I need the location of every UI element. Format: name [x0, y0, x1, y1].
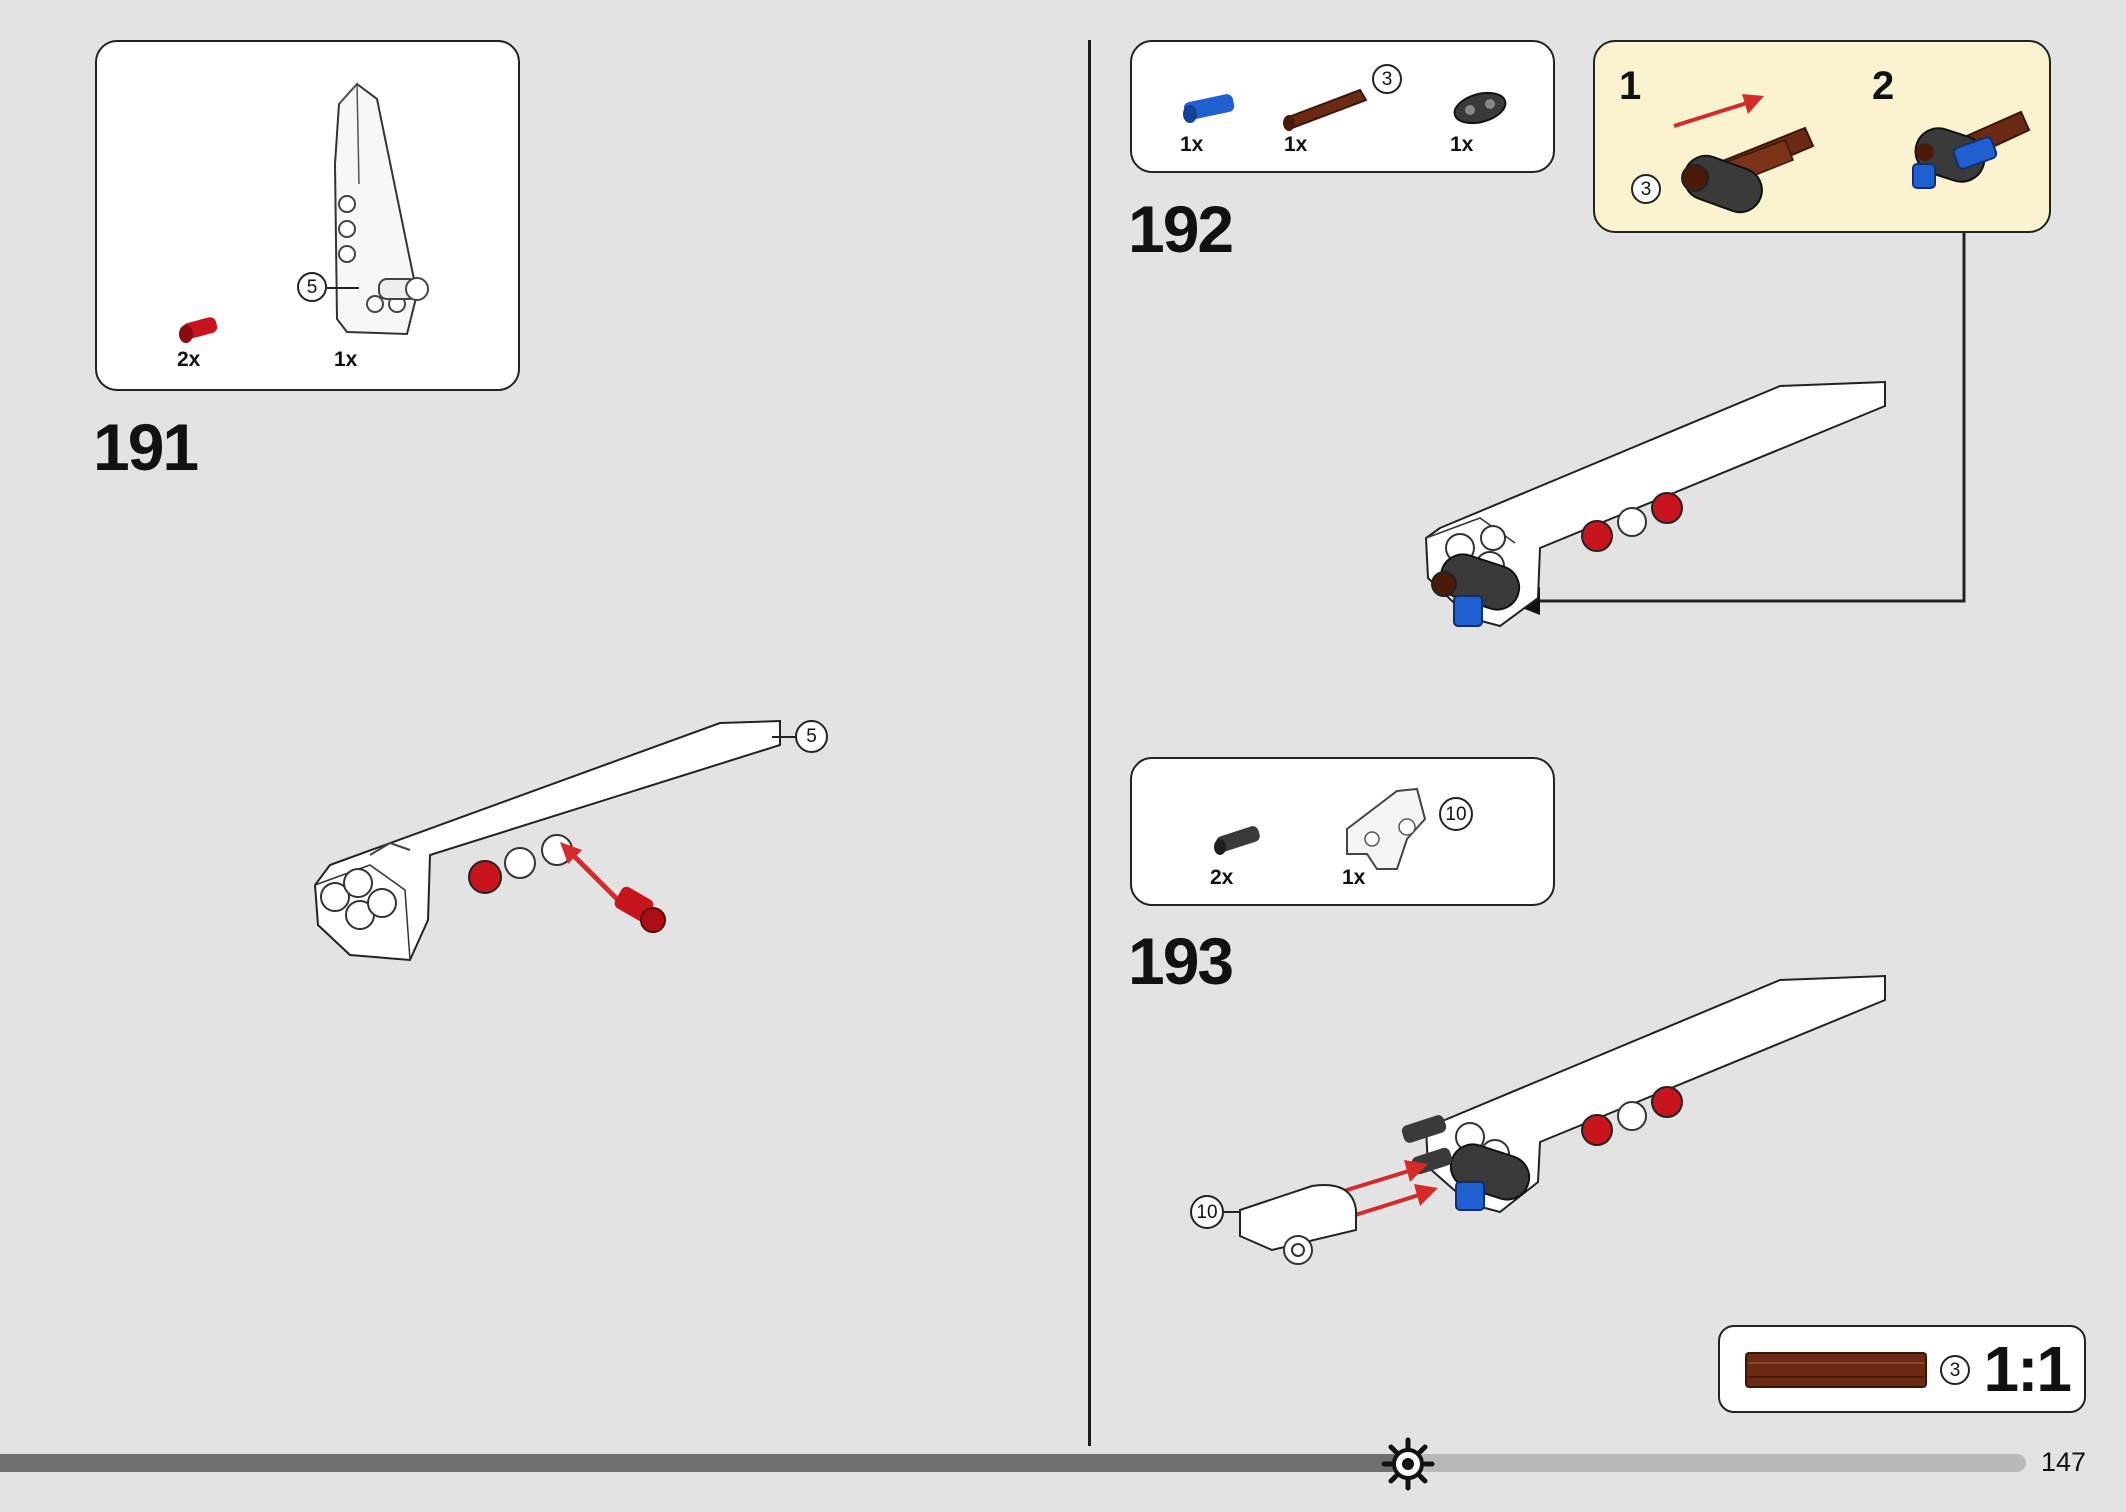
red-pin-part-image — [179, 317, 218, 343]
white-panel-curved-part-image — [1346, 787, 1427, 870]
black-connector-part-image — [1453, 91, 1507, 125]
blue-pin-part-image — [1183, 94, 1235, 123]
step-193-assembly-image — [1401, 974, 1886, 1214]
step-193-curved-panel — [1239, 1184, 1357, 1265]
callout-leader-line — [327, 287, 359, 289]
gear-icon — [1381, 1437, 1435, 1491]
substep-2-assembly-image — [1912, 110, 2031, 189]
step-191-part-callout: 5 — [297, 272, 327, 302]
step-191-assembly-image — [313, 719, 781, 962]
step-191-part-qty-1: 2x — [177, 348, 201, 371]
step-192-assembly-image — [1424, 380, 1886, 628]
step-191-parts-box: 2x 5 1x — [95, 40, 520, 391]
step-193-number: 193 — [1128, 924, 1234, 998]
step-193-part-callout: 10 — [1439, 797, 1473, 831]
step-191-number: 191 — [93, 410, 199, 484]
page-number: 147 — [2040, 1447, 2086, 1477]
brown-axle-scale-image — [1745, 1352, 1927, 1388]
step-193-parts-box: 2x 10 1x — [1130, 757, 1555, 906]
step-193-assembly-callout: 10 — [1190, 1195, 1224, 1229]
step-191-red-pin — [614, 886, 666, 933]
step-191-part-qty-2: 1x — [334, 348, 358, 371]
substep-1-assembly-image — [1681, 126, 1815, 214]
progress-bar-fill — [0, 1454, 1408, 1472]
step-193-part-qty-1: 2x — [1210, 866, 1234, 889]
step-192-part-qty-3: 1x — [1450, 133, 1474, 156]
black-pin-part-image — [1214, 826, 1260, 855]
substep-1-arrow — [1673, 94, 1764, 128]
step-192-part-qty-2: 1x — [1284, 133, 1308, 156]
white-panel-part-image — [333, 82, 429, 336]
step-192-part-qty-1: 1x — [1180, 133, 1204, 156]
substep-1-callout: 3 — [1631, 174, 1661, 204]
brown-axle-part-image — [1283, 88, 1368, 131]
callout-leader-line — [1224, 1211, 1240, 1213]
scale-reference-box: 3 1:1 — [1718, 1325, 2086, 1413]
step-192-part-callout: 3 — [1372, 64, 1402, 94]
substep-2-number: 2 — [1872, 64, 1895, 108]
step-192-substep-panel: 1 3 2 — [1593, 40, 2051, 233]
step-192-parts-box: 1x 3 1x 1x — [1130, 40, 1555, 173]
step-193-arrows — [1333, 1160, 1438, 1218]
scale-ratio: 1:1 — [1983, 1333, 2072, 1405]
progress-bar — [0, 1454, 2026, 1472]
page-divider — [1088, 40, 1091, 1446]
callout-leader-line — [772, 736, 796, 738]
scale-reference-callout: 3 — [1940, 1355, 1970, 1385]
step-193-part-qty-2: 1x — [1342, 866, 1366, 889]
step-192-number: 192 — [1128, 192, 1234, 266]
substep-1-number: 1 — [1619, 64, 1642, 108]
